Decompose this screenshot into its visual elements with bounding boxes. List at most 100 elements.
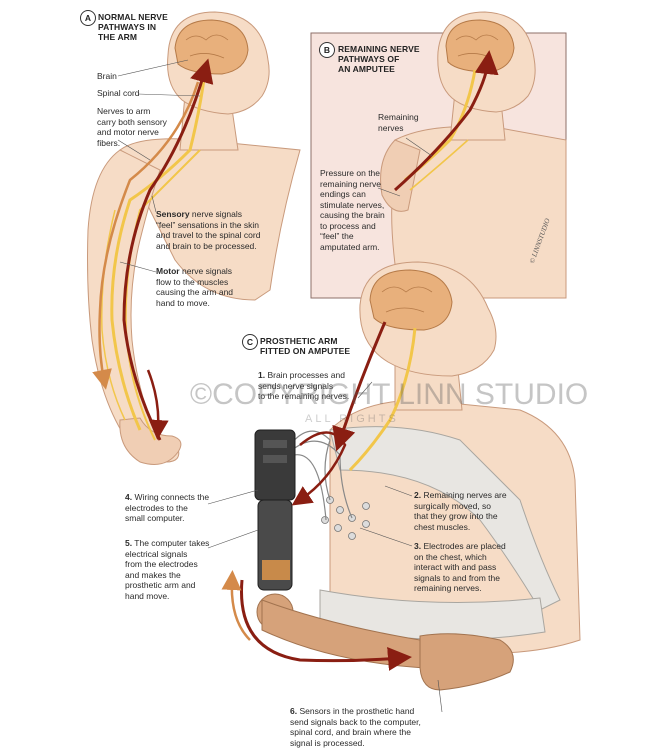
pressure-line-2: remaining nerve [320,178,381,189]
panel-c-prosthetic-hand [419,633,514,691]
step-4: 4. Wiring connects the electrodes to the… [125,492,209,524]
panel-c-arrow-arm [239,579,412,671]
step-3-line-2: on the chest, which [414,551,487,562]
panel-b-badge: B [319,42,335,58]
panel-c-electrodes [321,496,370,540]
panel-b-title-line-1: REMAINING NERVE [338,44,420,54]
remaining-line-2: nerves [378,122,404,133]
step-3-line-5: remaining nerves. [414,583,482,593]
step-4-line-2: electrodes to the [125,502,188,513]
pressure-line-3: endings can [320,189,366,199]
step-2-line-1: Remaining nerves are [421,490,507,500]
nerves-line-2: carry both sensory [97,116,167,127]
panel-c-brain [369,269,453,331]
motor-bold: Motor [156,266,180,276]
step-5-line-4: and makes the [125,569,181,580]
panel-c-arrow-brain [332,321,387,452]
label-sensory: Sensory nerve signals “feel” sensations … [156,209,260,251]
label-pressure: Pressure on the remaining nerve endings … [320,168,385,252]
sensory-line-4: and brain to be processed. [156,240,257,251]
panel-b-arrow [394,50,499,192]
copyright-watermark-sub: ALL RIGHTS [305,413,399,425]
step-2-line-2: surgically moved, so [414,500,492,511]
step-3-line-3: interact with and pass [414,562,497,572]
label-nerves-to-arm: Nerves to arm carry both sensory and mot… [97,106,167,148]
panel-c-arrow-loop [291,431,347,506]
panel-a-nerve-3 [101,209,126,421]
sensory-bold: Sensory [156,209,190,219]
step-3-line-4: signals to and from the [414,572,500,583]
panel-a-title-line-1: NORMAL NERVE [98,12,168,22]
step-4-num: 4. [125,492,133,502]
step-3-num: 3. [414,541,422,551]
label-motor: Motor nerve signals flow to the muscles … [156,266,233,308]
motor-line-4: hand to move. [156,297,210,308]
remaining-line-1: Remaining [378,112,419,122]
panel-b [310,11,567,299]
step-5-line-6: hand move. [125,590,170,601]
panel-a-brain [174,19,249,75]
panel-b-title-line-3: AN AMPUTEE [338,64,395,74]
step-5-num: 5. [125,538,133,548]
step-5-line-1: The computer takes [132,538,210,548]
panel-c-badge: C [242,334,258,350]
panel-a-motor-arrow [92,81,200,390]
step-1-line-2: sends nerve signals [258,380,334,391]
motor-line-1: nerve signals [179,266,233,276]
step-3-line-1: Electrodes are placed [421,541,506,551]
pressure-line-7: “feel” the [320,231,354,241]
step-2-line-4: chest muscles. [414,521,471,532]
step-2-num: 2. [414,490,422,500]
panel-a-title-line-3: THE ARM [98,32,138,42]
panel-a-nerve-1 [110,71,207,431]
pressure-line-1: Pressure on the [320,168,381,178]
panel-c-arrow-return [221,570,251,641]
panel-c-figure [207,261,581,713]
pressure-line-6: to process and [320,220,376,231]
step-2-line-3: that they grow into the [414,511,498,521]
panel-a-figure [87,11,301,465]
panel-a-hand-arrow [146,369,169,440]
step-2: 2. Remaining nerves are surgically moved… [414,490,507,532]
step-6-line-2: send signals back to the computer, [290,716,421,727]
panel-a-torso [119,138,301,301]
step-5-line-2: electrical signals [125,548,188,559]
panel-b-brain [445,19,515,73]
step-6-line-4: signal is processed. [290,737,365,748]
step-4-line-3: small computer. [125,513,185,523]
nerves-line-4: fibers. [97,137,121,148]
step-6-num: 6. [290,706,298,716]
step-5-line-5: prosthetic arm and [125,580,196,590]
panel-c-title: PROSTHETIC ARM FITTED ON AMPUTEE [260,336,350,356]
step-4-line-1: Wiring connects the [132,492,210,502]
sensory-line-3: and travel to the spinal cord [156,230,261,240]
panel-c-title-line-2: FITTED ON AMPUTEE [260,346,351,356]
label-brain: Brain [97,71,117,81]
copyright-watermark: ©COPYRIGHT LINN STUDIO [190,378,589,411]
panel-b-stump [380,139,421,212]
nerves-line-1: Nerves to arm [97,106,151,116]
panel-a-title: NORMAL NERVE PATHWAYS IN THE ARM [98,12,168,42]
panel-a-title-line-2: PATHWAYS IN [98,22,157,32]
panel-a-badge: A [80,10,96,26]
panel-b-title: REMAINING NERVE PATHWAYS OF AN AMPUTEE [338,44,420,74]
label-spinal-cord: Spinal cord [97,88,140,98]
motor-line-2: flow to the muscles [156,276,229,287]
step-1-line-1: Brain processes and [265,370,345,380]
panel-c-title-line-1: PROSTHETIC ARM [260,336,338,346]
nerves-line-3: and motor nerve [97,127,159,137]
step-6-line-1: Sensors in the prosthetic hand [297,706,415,716]
pressure-line-8: amputated arm. [320,241,380,252]
step-1-line-3: to the remaining nerves. [258,391,350,401]
label-remaining-nerves: Remaining nerves [378,112,419,133]
step-1: 1. Brain processes and sends nerve signa… [258,370,349,402]
step-3: 3. Electrodes are placed on the chest, w… [414,541,506,594]
sensory-line-2: “feel” sensations in the skin [156,219,259,230]
step-5-line-3: from the electrodes [125,559,198,569]
step-6: 6. Sensors in the prosthetic hand send s… [290,706,421,748]
step-5: 5. The computer takes electrical signals… [125,538,209,601]
step-1-num: 1. [258,370,266,380]
step-6-line-3: spinal cord, and brain where the [290,727,411,737]
